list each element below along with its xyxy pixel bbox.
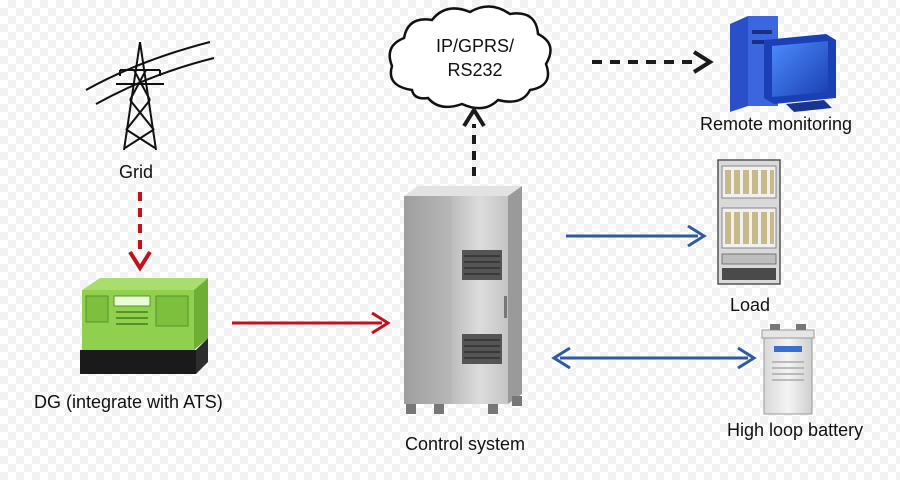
dg-to-control-arrow [232,311,391,335]
cloud-icon [388,5,552,110]
remote-monitoring-label: Remote monitoring [700,114,853,134]
diesel-generator-icon [80,278,208,374]
battery-icon [761,324,815,415]
control-cabinet-icon [404,186,522,414]
computer-monitor-icon [730,16,836,112]
load-rack-icon [717,159,781,285]
cloud-label-line2: RS232 [447,60,503,80]
control-to-load-arrow [566,224,707,248]
load-label: Load [730,295,771,315]
dg-label: DG (integrate with ATS) [34,392,223,412]
transmission-tower-icon [85,41,215,151]
cloud-label-line1: IP/GPRS/ [435,36,515,56]
battery-label: High loop battery [727,420,864,440]
cloud-label: IP/GPRS/ RS232 [420,34,530,82]
control-battery-double-arrow [551,346,757,370]
cloud-to-remote-arrow [592,50,714,74]
control-to-cloud-arrow [462,106,486,176]
grid-to-dg-arrow [128,192,152,272]
grid-label: Grid [119,162,154,182]
control-system-label: Control system [405,434,526,454]
